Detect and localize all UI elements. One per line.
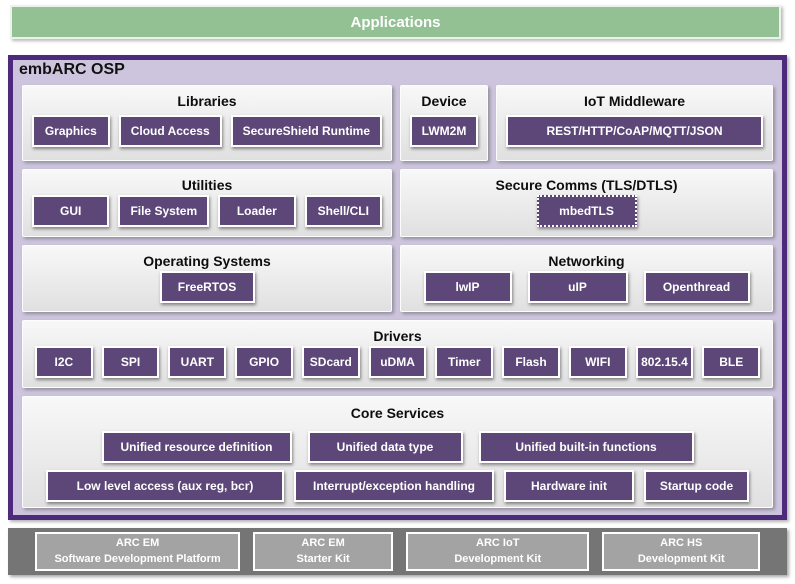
iot-middleware-title: IoT Middleware (583, 93, 686, 109)
driver-gpio-block: GPIO (235, 346, 293, 378)
core-interrupt-exception-handling-block: Interrupt/exception handling (294, 470, 494, 502)
device-lwm2m-block: LWM2M (410, 114, 478, 147)
driver-802154-block: 802.15.4 (635, 346, 694, 378)
board-arc-hs-dev-kit: ARC HS Development Kit (602, 532, 760, 571)
drivers-blocks: I2C SPI UART GPIO SDcard uDMA Timer Flas… (23, 346, 772, 388)
core-unified-data-type-block: Unified data type (307, 431, 463, 463)
driver-timer-block: Timer (435, 346, 494, 378)
net-openthread-block: Openthread (643, 271, 750, 303)
utilities-blocks: GUI File System Loader Shell/CLI (23, 195, 391, 237)
os-freertos-block: FreeRTOS (159, 271, 255, 303)
secure-comms-panel: Secure Comms (TLS/DTLS) mbedTLS (400, 169, 773, 237)
drivers-panel: Drivers I2C SPI UART GPIO SDcard uDMA Ti… (22, 320, 773, 388)
board-subtitle: Development Kit (454, 552, 542, 565)
driver-sdcard-block: SDcard (301, 346, 360, 378)
board-subtitle: Software Development Platform (54, 552, 221, 565)
libraries-blocks: Graphics Cloud Access SecureShield Runti… (23, 111, 391, 160)
core-startup-code-block: Startup code (644, 470, 749, 502)
core-services-row-1: Unified resource definition Unified data… (23, 431, 772, 463)
board-subtitle: Starter Kit (296, 552, 350, 565)
hardware-boards-bar: ARC EM Software Development Platform ARC… (8, 528, 787, 575)
operating-systems-panel: Operating Systems FreeRTOS (22, 245, 392, 312)
applications-label: Applications (350, 13, 441, 31)
driver-ble-block: BLE (702, 346, 761, 378)
util-gui-block: GUI (32, 195, 110, 227)
core-services-panel: Core Services Unified resource definitio… (22, 396, 773, 508)
iot-protocols-block: REST/HTTP/CoAP/MQTT/JSON (506, 114, 763, 147)
driver-uart-block: UART (168, 346, 227, 378)
driver-flash-block: Flash (502, 346, 560, 378)
device-blocks: LWM2M (401, 111, 487, 160)
lib-secureshield-runtime-block: SecureShield Runtime (230, 114, 382, 147)
board-arc-em-starter-kit: ARC EM Starter Kit (253, 532, 394, 571)
device-panel: Device LWM2M (400, 85, 488, 161)
core-hardware-init-block: Hardware init (504, 470, 634, 502)
core-services-row-2: Low level access (aux reg, bcr) Interrup… (23, 470, 772, 502)
utilities-panel: Utilities GUI File System Loader Shell/C… (22, 169, 392, 237)
net-uip-block: uIP (527, 271, 628, 303)
driver-i2c-block: I2C (35, 346, 93, 378)
iot-middleware-blocks: REST/HTTP/CoAP/MQTT/JSON (497, 111, 772, 160)
iot-middleware-panel: IoT Middleware REST/HTTP/CoAP/MQTT/JSON (496, 85, 773, 161)
libraries-title: Libraries (177, 93, 237, 109)
core-services-title: Core Services (350, 405, 445, 421)
drivers-title: Drivers (373, 328, 422, 344)
device-title: Device (421, 93, 467, 109)
secure-comms-title: Secure Comms (TLS/DTLS) (495, 177, 678, 193)
board-subtitle: Development Kit (637, 552, 725, 565)
driver-udma-block: uDMA (368, 346, 427, 378)
core-unified-built-in-functions-block: Unified built-in functions (478, 431, 694, 463)
utilities-title: Utilities (181, 177, 233, 193)
lib-cloud-access-block: Cloud Access (118, 114, 222, 147)
driver-wifi-block: WIFI (568, 346, 627, 378)
board-name: ARC EM (115, 537, 160, 550)
operating-systems-blocks: FreeRTOS (23, 271, 391, 313)
board-arc-em-sdp: ARC EM Software Development Platform (35, 532, 241, 571)
board-name: ARC EM (301, 537, 345, 550)
net-lwip-block: lwIP (423, 271, 512, 303)
board-name: ARC IoT (476, 537, 520, 550)
util-shell-cli-block: Shell/CLI (304, 195, 383, 227)
lib-graphics-block: Graphics (32, 114, 110, 147)
core-low-level-access-block: Low level access (aux reg, bcr) (46, 470, 284, 502)
driver-spi-block: SPI (101, 346, 160, 378)
embarc-osp-title: embARC OSP (19, 61, 125, 78)
secure-comms-blocks: mbedTLS (401, 195, 772, 237)
networking-panel: Networking lwIP uIP Openthread (400, 245, 773, 312)
board-arc-iot-dev-kit: ARC IoT Development Kit (406, 532, 590, 571)
util-file-system-block: File System (118, 195, 210, 227)
libraries-panel: Libraries Graphics Cloud Access SecureSh… (22, 85, 392, 161)
networking-title: Networking (548, 253, 625, 269)
board-name: ARC HS (660, 537, 703, 550)
core-unified-resource-definition-block: Unified resource definition (101, 431, 292, 463)
applications-bar: Applications (10, 5, 781, 39)
secure-mbedtls-block: mbedTLS (536, 195, 637, 227)
networking-blocks: lwIP uIP Openthread (401, 271, 772, 313)
util-loader-block: Loader (218, 195, 296, 227)
operating-systems-title: Operating Systems (143, 253, 271, 269)
